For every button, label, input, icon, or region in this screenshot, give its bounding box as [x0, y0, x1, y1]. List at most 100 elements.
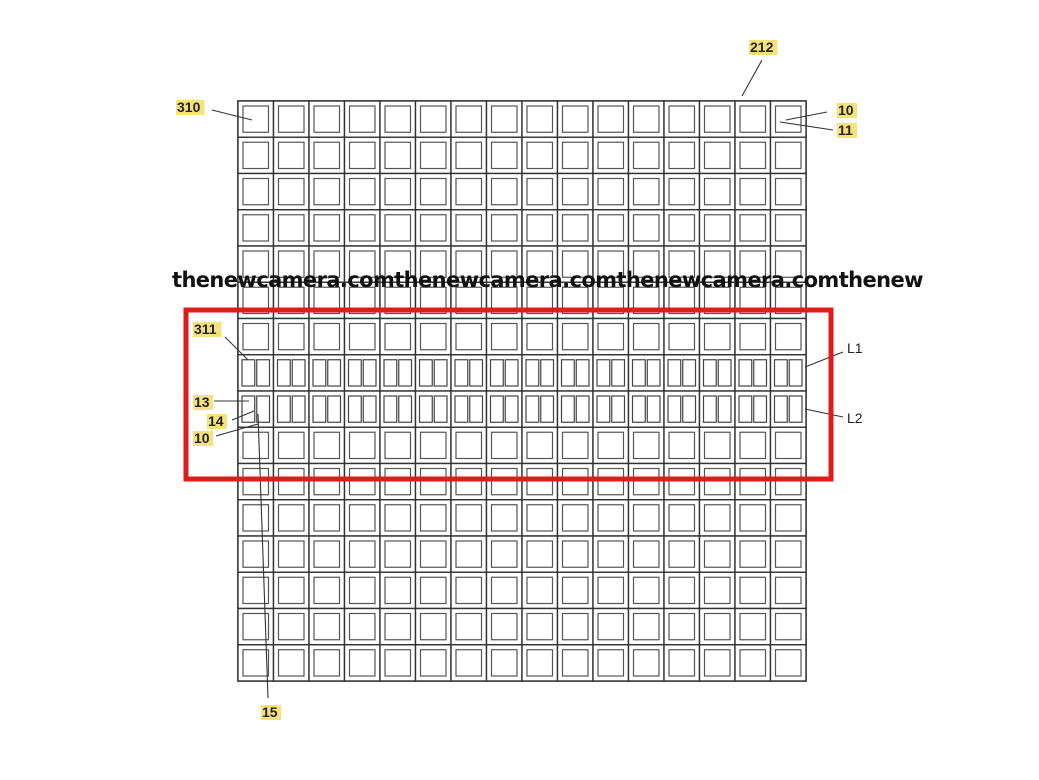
microlens-area — [419, 576, 447, 605]
image-pixel — [308, 607, 346, 646]
image-pixel — [663, 209, 701, 247]
microlens-area — [455, 431, 483, 460]
image-pixel — [734, 535, 772, 573]
image-pixel — [485, 607, 523, 646]
image-pixel — [521, 499, 559, 537]
photodiode-right — [611, 359, 626, 387]
ref-label-311: 311 — [194, 321, 217, 337]
focus-pixel — [485, 390, 523, 428]
image-pixel — [237, 644, 275, 682]
focus-pixel — [343, 390, 381, 428]
microlens-area — [490, 250, 518, 278]
image-pixel — [414, 426, 452, 465]
image-pixel — [379, 535, 417, 573]
leader-11 — [779, 121, 834, 131]
label-highlight — [193, 431, 213, 446]
focus-pixel — [627, 390, 665, 428]
focus-pixel — [698, 354, 736, 392]
microlens-area — [313, 141, 341, 170]
microlens-area — [526, 540, 554, 568]
microlens-area — [703, 504, 731, 532]
photodiode-left — [418, 395, 433, 423]
microlens-area — [561, 467, 589, 496]
microlens-area — [739, 467, 767, 496]
image-pixel — [663, 607, 701, 646]
image-pixel — [272, 172, 310, 211]
microlens-area — [632, 576, 660, 605]
microlens-area — [668, 141, 696, 170]
image-pixel — [485, 535, 523, 573]
image-pixel — [308, 499, 346, 537]
image-pixel — [343, 100, 381, 138]
microlens-area — [597, 322, 625, 351]
image-pixel — [627, 571, 665, 610]
image-pixel — [237, 245, 275, 283]
image-pixel — [592, 499, 630, 537]
microlens-area — [774, 649, 802, 677]
photodiode-right — [788, 395, 803, 423]
image-pixel — [698, 172, 736, 211]
microlens-area — [490, 177, 518, 206]
photodiode-left — [596, 395, 611, 423]
image-pixel — [592, 644, 630, 682]
focus-pixel — [272, 354, 310, 392]
microlens-area — [277, 250, 305, 278]
image-pixel — [272, 100, 310, 138]
photodiode-left — [667, 359, 682, 387]
focus-pixel — [627, 354, 665, 392]
image-pixel — [485, 644, 523, 682]
image-pixel — [237, 499, 275, 537]
image-pixel — [769, 136, 807, 175]
image-pixel — [308, 245, 346, 283]
microlens-area — [597, 504, 625, 532]
microlens-area — [597, 431, 625, 460]
microlens-area — [455, 214, 483, 242]
image-pixel — [343, 535, 381, 573]
image-pixel — [734, 644, 772, 682]
image-pixel — [308, 317, 346, 356]
microlens-area — [490, 467, 518, 496]
photodiode-right — [753, 359, 768, 387]
image-pixel — [556, 209, 594, 247]
microlens-area — [419, 649, 447, 677]
microlens-area — [739, 504, 767, 532]
microlens-area — [455, 467, 483, 496]
image-pixel — [592, 535, 630, 573]
microlens-area — [313, 504, 341, 532]
image-pixel — [343, 172, 381, 211]
image-pixel — [663, 499, 701, 537]
image-pixel — [237, 426, 275, 465]
microlens-area — [419, 504, 447, 532]
image-pixel — [556, 100, 594, 138]
microlens-area — [774, 431, 802, 460]
photodiode-right — [291, 395, 306, 423]
microlens-area — [455, 612, 483, 641]
image-pixel — [556, 571, 594, 610]
photodiode-left — [702, 395, 717, 423]
microlens-area — [348, 540, 376, 568]
image-pixel — [343, 136, 381, 175]
microlens-area — [632, 141, 660, 170]
image-pixel — [663, 571, 701, 610]
image-pixel — [485, 100, 523, 138]
microlens-area — [526, 576, 554, 605]
photodiode-left — [738, 395, 753, 423]
photodiode-right — [788, 359, 803, 387]
leader-14 — [231, 410, 255, 421]
photodiode-left — [773, 359, 788, 387]
microlens-area — [526, 467, 554, 496]
image-pixel — [272, 644, 310, 682]
pixel-grid — [237, 100, 807, 682]
focus-pixel — [556, 354, 594, 392]
microlens-area — [419, 105, 447, 133]
microlens-area — [668, 214, 696, 242]
microlens-area — [703, 177, 731, 206]
focus-pixel — [521, 354, 559, 392]
image-pixel — [450, 209, 488, 247]
leader-10-top — [785, 111, 828, 121]
image-pixel — [734, 245, 772, 283]
image-pixel — [592, 209, 630, 247]
microlens-area — [384, 504, 412, 532]
